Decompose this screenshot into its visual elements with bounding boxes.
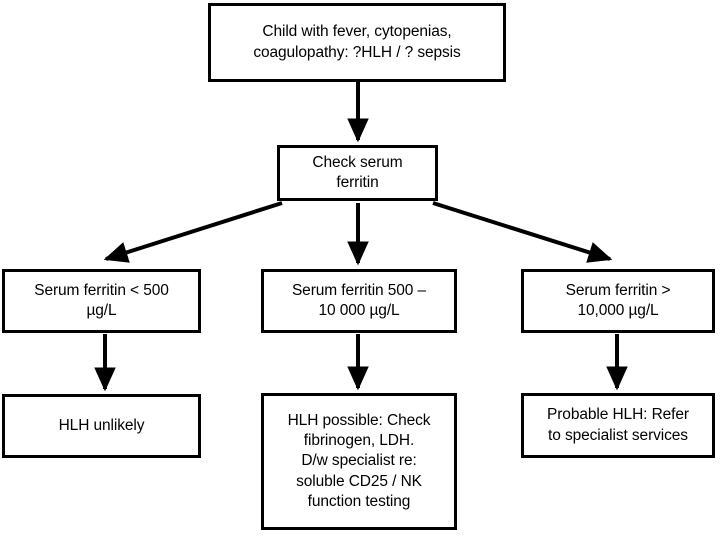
node-root-label: Child with fever, cytopenias, coagulopat… (253, 23, 461, 61)
node-serum-ferritin-high: Serum ferritin > 10,000 µg/L (521, 269, 715, 333)
edge-check-to-low (103, 201, 283, 263)
node-check-serum-ferritin: Check serum ferritin (277, 145, 438, 201)
node-high-label: Serum ferritin > 10,000 µg/L (565, 281, 671, 319)
node-check-label: Check serum ferritin (312, 153, 403, 191)
node-serum-ferritin-low: Serum ferritin < 500 µg/L (2, 269, 201, 333)
node-hlh-possible: HLH possible: Check fibrinogen, LDH. D/w… (261, 393, 457, 530)
edge-check-to-high (432, 201, 613, 263)
node-hlh-unlikely: HLH unlikely (2, 394, 201, 458)
node-low-label: Serum ferritin < 500 µg/L (34, 281, 169, 319)
node-unlikely-label: HLH unlikely (58, 416, 145, 434)
node-possible-label: HLH possible: Check fibrinogen, LDH. D/w… (287, 412, 431, 510)
node-probable-label: Probable HLH: Refer to specialist servic… (547, 406, 689, 444)
node-child-with-fever: Child with fever, cytopenias, coagulopat… (208, 3, 506, 82)
node-serum-ferritin-mid: Serum ferritin 500 – 10 000 µg/L (261, 269, 457, 333)
node-probable-hlh: Probable HLH: Refer to specialist servic… (521, 393, 715, 458)
node-mid-label: Serum ferritin 500 – 10 000 µg/L (291, 281, 427, 319)
